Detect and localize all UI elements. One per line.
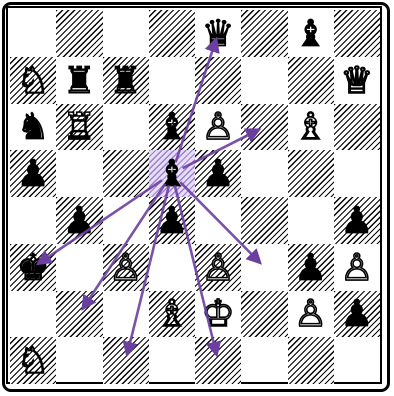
square-f8[interactable] — [241, 10, 287, 57]
black-pawn-h4[interactable]: ♟ — [340, 202, 373, 239]
square-c4[interactable] — [103, 197, 149, 244]
square-h5[interactable] — [334, 150, 380, 197]
square-g6[interactable]: ♗ — [288, 104, 334, 151]
square-a7[interactable]: ♘ — [10, 57, 56, 104]
black-pawn-e5[interactable]: ♟ — [202, 155, 235, 192]
black-rook-c7[interactable]: ♜ — [109, 62, 142, 99]
square-a1[interactable]: ♘ — [10, 337, 56, 384]
square-d2[interactable]: ♗ — [149, 291, 195, 338]
square-b3[interactable] — [56, 244, 102, 291]
square-b2[interactable] — [56, 291, 102, 338]
square-h1[interactable] — [334, 337, 380, 384]
square-a6[interactable]: ♞ — [10, 104, 56, 151]
white-knight-a1[interactable]: ♘ — [17, 342, 50, 379]
square-a2[interactable] — [10, 291, 56, 338]
square-h4[interactable]: ♟ — [334, 197, 380, 244]
black-rook-b7[interactable]: ♜ — [63, 62, 96, 99]
square-g3[interactable]: ♟ — [288, 244, 334, 291]
white-knight-a7[interactable]: ♘ — [17, 62, 50, 99]
square-a4[interactable] — [10, 197, 56, 244]
square-g8[interactable]: ♝ — [288, 10, 334, 57]
square-d7[interactable] — [149, 57, 195, 104]
black-pawn-a5[interactable]: ♟ — [17, 155, 50, 192]
black-bishop-d5[interactable]: ♝ — [155, 155, 188, 192]
square-g5[interactable] — [288, 150, 334, 197]
white-rook-b6[interactable]: ♖ — [63, 108, 96, 145]
square-g4[interactable] — [288, 197, 334, 244]
black-pawn-g3[interactable]: ♟ — [294, 249, 327, 286]
square-b8[interactable] — [56, 10, 102, 57]
square-h2[interactable]: ♟ — [334, 291, 380, 338]
square-b7[interactable]: ♜ — [56, 57, 102, 104]
white-bishop-g6[interactable]: ♗ — [294, 108, 327, 145]
square-d4[interactable]: ♟ — [149, 197, 195, 244]
square-e4[interactable] — [195, 197, 241, 244]
square-a3[interactable]: ♚ — [10, 244, 56, 291]
square-e2[interactable]: ♔ — [195, 291, 241, 338]
white-pawn-c3[interactable]: ♙ — [109, 249, 142, 286]
square-h3[interactable]: ♙ — [334, 244, 380, 291]
square-c8[interactable] — [103, 10, 149, 57]
black-queen-e8[interactable]: ♛ — [202, 15, 235, 52]
square-b5[interactable] — [56, 150, 102, 197]
white-queen-h7[interactable]: ♕ — [340, 62, 373, 99]
square-g2[interactable]: ♙ — [288, 291, 334, 338]
black-bishop-d6[interactable]: ♝ — [155, 108, 188, 145]
black-pawn-d4[interactable]: ♟ — [155, 202, 188, 239]
square-a8[interactable] — [10, 10, 56, 57]
square-f4[interactable] — [241, 197, 287, 244]
square-b4[interactable]: ♟ — [56, 197, 102, 244]
square-e7[interactable] — [195, 57, 241, 104]
square-a5[interactable]: ♟ — [10, 150, 56, 197]
square-d8[interactable] — [149, 10, 195, 57]
black-bishop-g8[interactable]: ♝ — [294, 15, 327, 52]
black-knight-a6[interactable]: ♞ — [17, 108, 50, 145]
white-bishop-d2[interactable]: ♗ — [155, 295, 188, 332]
square-c6[interactable] — [103, 104, 149, 151]
square-f3[interactable] — [241, 244, 287, 291]
square-b1[interactable] — [56, 337, 102, 384]
square-e6[interactable]: ♙ — [195, 104, 241, 151]
square-b6[interactable]: ♖ — [56, 104, 102, 151]
square-d3[interactable] — [149, 244, 195, 291]
square-h8[interactable] — [334, 10, 380, 57]
square-d6[interactable]: ♝ — [149, 104, 195, 151]
square-f2[interactable] — [241, 291, 287, 338]
square-c3[interactable]: ♙ — [103, 244, 149, 291]
square-c5[interactable] — [103, 150, 149, 197]
white-king-e2[interactable]: ♔ — [202, 295, 235, 332]
white-pawn-h3[interactable]: ♙ — [340, 249, 373, 286]
square-e3[interactable]: ♙ — [195, 244, 241, 291]
square-c7[interactable]: ♜ — [103, 57, 149, 104]
chessboard: ♛ ♝ ♘ ♜ ♜ ♕ ♞ ♖ ♝ ♙ ♗ ♟ ♝ ♟ ♟ ♟ ♟ ♚ ♙ ♙ ♟ ♙ ♗ ♔ ♙ ♟ ♘ — [10, 10, 380, 384]
square-e1[interactable] — [195, 337, 241, 384]
square-f1[interactable] — [241, 337, 287, 384]
white-pawn-e3[interactable]: ♙ — [202, 249, 235, 286]
white-pawn-e6[interactable]: ♙ — [202, 108, 235, 145]
square-e5[interactable]: ♟ — [195, 150, 241, 197]
square-c2[interactable] — [103, 291, 149, 338]
square-h7[interactable]: ♕ — [334, 57, 380, 104]
square-c1[interactable] — [103, 337, 149, 384]
black-king-a3[interactable]: ♚ — [17, 249, 50, 286]
square-f5[interactable] — [241, 150, 287, 197]
square-e8[interactable]: ♛ — [195, 10, 241, 57]
square-f7[interactable] — [241, 57, 287, 104]
white-pawn-g2[interactable]: ♙ — [294, 295, 327, 332]
square-d5[interactable]: ♝ — [149, 150, 195, 197]
square-f6[interactable] — [241, 104, 287, 151]
black-pawn-b4[interactable]: ♟ — [63, 202, 96, 239]
square-h6[interactable] — [334, 104, 380, 151]
square-g7[interactable] — [288, 57, 334, 104]
square-d1[interactable] — [149, 337, 195, 384]
black-pawn-h2[interactable]: ♟ — [340, 295, 373, 332]
square-g1[interactable] — [288, 337, 334, 384]
